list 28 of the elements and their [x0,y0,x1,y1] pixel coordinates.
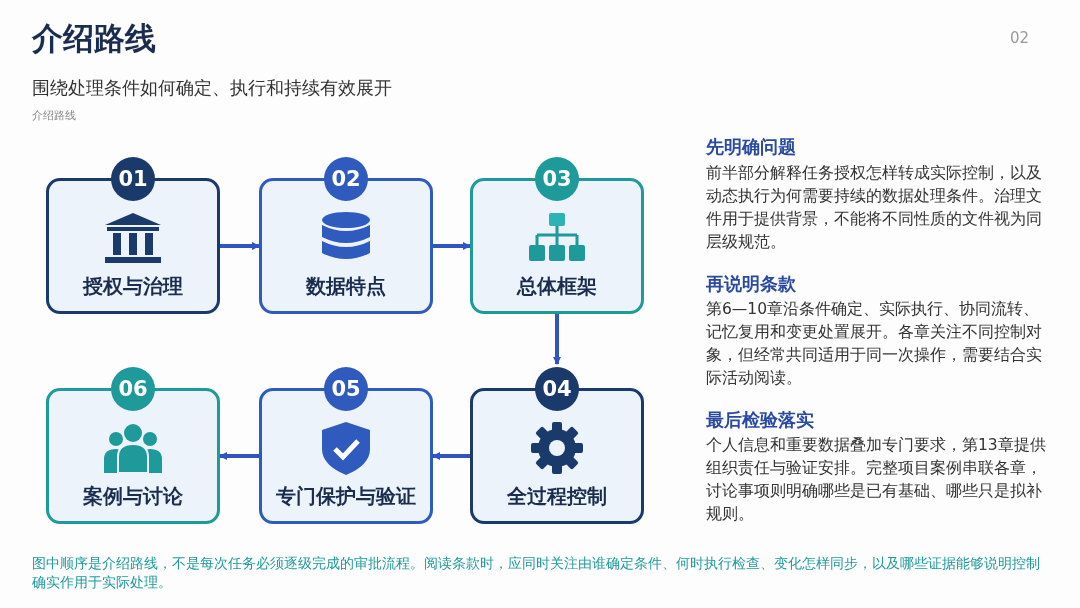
arrow [432,452,470,460]
step-title: 案例与讨论 [82,483,184,510]
step-title: 数据特点 [305,273,387,300]
page-number: 02 [1010,29,1030,47]
footnote: 图中顺序是介绍路线，不是每次任务必须逐级完成的审批流程。阅读条款时，应同时关注由谁确定条件、何时执行检查、变化怎样同步，以及哪些证据能够说明控制确实作用于实际处理。 [32,554,1041,592]
breadcrumb: 介绍路线 [32,109,76,123]
number-badge: 01 [111,157,155,201]
step-title: 专门保护与验证 [275,483,417,510]
number-badge: 02 [324,157,368,201]
section-heading: 最后检验落实 [706,408,814,432]
arrow [433,242,471,250]
section-text: 第6—10章沿条件确定、实际执行、协同流转、记忆复用和变更处置展开。各章关注不同控制对象，但经常共同适用于同一次操作，需要结合实际活动阅读。 [706,299,1043,389]
number-badge: 06 [111,367,155,411]
section-heading: 再说明条款 [706,272,796,296]
step-title: 授权与治理 [81,273,184,300]
arrow [553,314,561,365]
page-title: 介绍路线 [32,19,156,58]
arrow [219,452,259,460]
step-title: 全过程控制 [506,483,608,510]
number-badge: 03 [535,157,579,201]
section-text: 前半部分解释任务授权怎样转成实际控制，以及动态执行为何需要持续的数据处理条件。治理文件用于提供背景，不能将不同性质的文件视为同层级规范。 [706,163,1043,253]
number-badge: 05 [324,367,368,411]
step-title: 总体框架 [515,273,598,300]
section-text: 个人信息和重要数据叠加专门要求，第13章提供组织责任与验证安排。完整项目案例串联各章，讨论事项则明确哪些是已有基础、哪些只是拟补规则。 [706,435,1046,525]
section-heading: 先明确问题 [706,135,796,159]
subtitle: 围绕处理条件如何确定、执行和持续有效展开 [32,76,392,100]
number-badge: 04 [535,367,579,411]
arrow [220,242,260,250]
